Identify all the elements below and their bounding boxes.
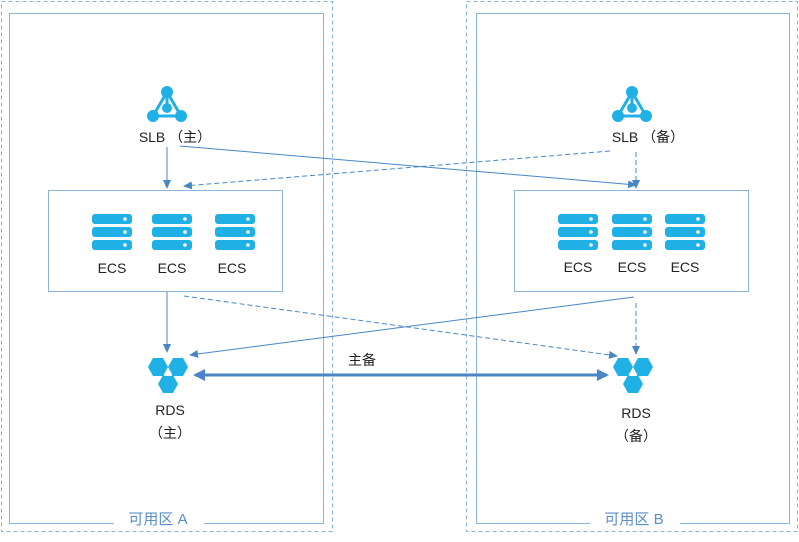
rds-standby-role: （备） (615, 428, 657, 444)
slb-b-to-ecs-a (183, 150, 611, 190)
ecs-label: ECS (158, 260, 187, 276)
zone-b-label: 可用区 B (604, 511, 663, 528)
ecs-a-to-rds-b (183, 295, 618, 359)
connections (163, 145, 640, 359)
rds-primary-role: （主） (149, 425, 191, 441)
ecs-label: ECS (98, 260, 127, 276)
slb-primary-label: SLB （主） (139, 129, 211, 145)
rds-primary-name: RDS (155, 402, 185, 418)
zone-b: 可用区 B (466, 1, 798, 532)
zone-a: 可用区 A (1, 1, 333, 532)
ecs-group-b (514, 190, 749, 292)
ecs-label: ECS (564, 259, 593, 275)
slb-primary: SLB （主） (139, 84, 211, 145)
server-icon (215, 214, 255, 250)
ecs-group-a (48, 190, 283, 292)
rds-standby-name: RDS (621, 405, 651, 421)
server-icon (665, 214, 705, 250)
zone-a-label: 可用区 A (128, 511, 187, 528)
ecs-servers-b: ECS ECS ECS (558, 214, 705, 275)
slb-network-icon (610, 84, 654, 124)
rds-primary: RDS （主） (148, 358, 191, 441)
slb-standby-label: SLB （备） (612, 129, 684, 145)
ecs-label: ECS (671, 259, 700, 275)
ecs-b-to-rds-a (189, 296, 635, 358)
rds-standby: RDS （备） (613, 358, 657, 444)
ecs-servers-a: ECS ECS ECS (92, 214, 255, 276)
ecs-label: ECS (218, 260, 247, 276)
server-icon (558, 214, 598, 250)
server-icon (92, 214, 132, 250)
slb-a-to-ecs-b (179, 145, 637, 189)
server-icon (612, 214, 652, 250)
rds-database-icon (148, 358, 188, 393)
rds-link-label: 主备 (348, 352, 376, 368)
rds-database-icon (613, 358, 653, 393)
ecs-label: ECS (618, 259, 647, 275)
slb-standby: SLB （备） (610, 84, 684, 145)
slb-network-icon (145, 84, 189, 124)
server-icon (152, 214, 192, 250)
